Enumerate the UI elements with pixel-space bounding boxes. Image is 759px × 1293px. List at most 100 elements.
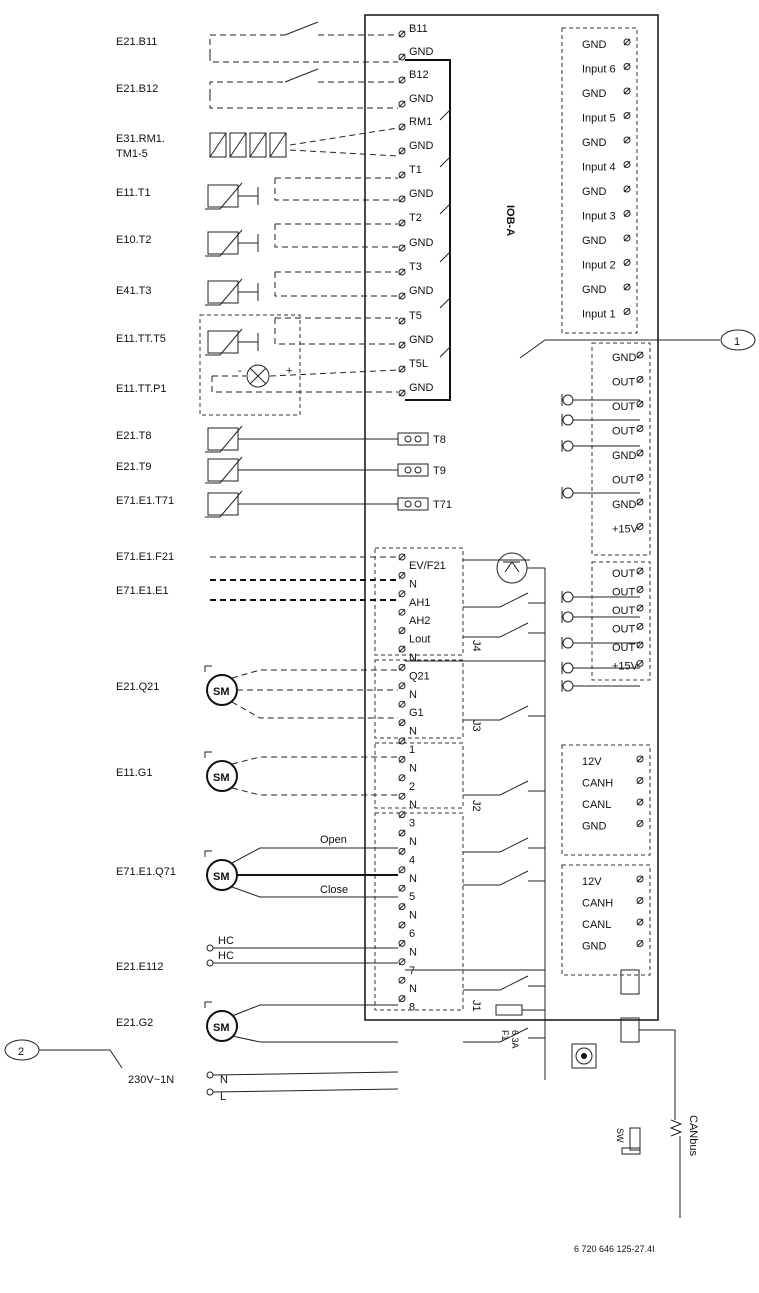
- fuse-name: F1: [500, 1030, 510, 1041]
- block-terminal-label: OUT: [612, 605, 636, 617]
- screw-terminal-icon: [623, 259, 631, 266]
- led-icon: [562, 591, 574, 603]
- terminal-label: 5: [409, 891, 415, 903]
- block-terminal-label: Input 6: [582, 64, 616, 76]
- motor-label: SM: [213, 772, 230, 784]
- terminal-label: T3: [409, 261, 422, 273]
- led-icon: [562, 414, 574, 426]
- block-terminal-label: OUT: [612, 426, 636, 438]
- terminal-label: GND: [409, 334, 434, 346]
- screw-terminal-icon: [398, 292, 406, 300]
- screw-terminal-icon: [636, 498, 644, 506]
- left-label: E71.E1.T71: [116, 495, 174, 507]
- screw-terminal-icon: [398, 995, 406, 1003]
- screw-terminal-icon: [636, 523, 644, 530]
- lamp-minus: -: [238, 365, 242, 377]
- terminal-label: 2: [409, 781, 415, 793]
- terminal-label: EV/F21: [409, 560, 446, 572]
- left-label: E71.E1.F21: [116, 551, 174, 563]
- motor-icon: [206, 1010, 238, 1042]
- board-outline: [364, 14, 659, 1021]
- motor-label: SM: [213, 871, 230, 883]
- block-terminal-label: GND: [612, 352, 637, 364]
- ntc-sensor-icon: [207, 184, 239, 208]
- board-label: IOB-A: [504, 205, 516, 236]
- left-label: E21.T9: [116, 461, 151, 473]
- screw-terminal-icon: [398, 958, 406, 966]
- screw-terminal-icon: [398, 100, 406, 108]
- screw-terminal-icon: [398, 976, 406, 984]
- terminal-label: 8: [409, 1002, 415, 1014]
- led-icon: [562, 394, 574, 406]
- lamp-plus: +: [286, 365, 292, 377]
- block-terminal-label: 12V: [582, 876, 602, 888]
- screw-terminal-icon: [636, 918, 644, 926]
- screw-terminal-icon: [398, 147, 406, 155]
- terminal-label: N: [409, 689, 417, 701]
- terminal-label: N: [409, 946, 417, 958]
- screw-terminal-icon: [636, 351, 644, 359]
- block-terminal-label: +15V: [612, 661, 639, 673]
- left-label: 230V~1N: [128, 1074, 174, 1086]
- screw-terminal-icon: [398, 811, 406, 819]
- terminal-label: N: [409, 983, 417, 995]
- terminal-label: N: [409, 762, 417, 774]
- block-terminal-label: OUT: [612, 377, 636, 389]
- led-icon: [562, 662, 574, 674]
- can-block-2: [561, 864, 651, 976]
- terminal-label: GND: [409, 382, 434, 394]
- block-terminal-label: Input 4: [582, 162, 616, 174]
- screw-terminal-icon: [398, 389, 406, 397]
- plug-terminal-label: T8: [433, 434, 446, 446]
- block-terminal-label: CANL: [582, 799, 611, 811]
- screw-terminal-icon: [398, 921, 406, 929]
- left-label: E21.B12: [116, 83, 158, 95]
- hc-wires: HC HC: [206, 935, 398, 967]
- connector-label: J3: [470, 720, 482, 732]
- mains-n: N: [220, 1074, 228, 1086]
- screw-terminal-icon: [636, 400, 644, 408]
- terminal-label: N: [409, 799, 417, 811]
- top-terminal-strip: B11GNDB12GNDRM1GNDT1GNDT2GNDT3GNDT5GNDT5…: [274, 23, 451, 401]
- switch-b11-symbol: [209, 21, 398, 63]
- motor-label: SM: [213, 686, 230, 698]
- screw-terminal-icon: [398, 774, 406, 782]
- can-block-1: [561, 744, 651, 856]
- screw-terminal-icon: [398, 939, 406, 947]
- screw-terminal-icon: [398, 53, 406, 61]
- block-terminal-label: OUT: [612, 568, 636, 580]
- fuse-f1: F1 6.3A: [495, 1004, 523, 1049]
- left-label: E11.TT.P1: [116, 383, 167, 395]
- terminal-label: N: [409, 836, 417, 848]
- optocoupler-symbol: [463, 552, 545, 584]
- address-dial-icon: [571, 1043, 597, 1069]
- screw-terminal-icon: [398, 719, 406, 727]
- screw-terminal-icon: [398, 341, 406, 349]
- left-label: E41.T3: [116, 285, 151, 297]
- terminal-label: 3: [409, 818, 415, 830]
- screw-terminal-icon: [623, 87, 631, 95]
- terminal-label: 6: [409, 928, 415, 940]
- left-label: E11.G1: [116, 767, 153, 779]
- terminal-label: 1: [409, 744, 415, 756]
- screw-terminal-icon: [623, 234, 631, 242]
- connector-j3-box: [374, 659, 464, 739]
- ntc-sensors: [205, 182, 398, 518]
- block-terminal-label: GND: [612, 450, 637, 462]
- led-icon: [562, 440, 574, 452]
- block-terminal-label: OUT: [612, 642, 636, 654]
- block-terminal-label: GND: [582, 284, 607, 296]
- can-sockets: [620, 969, 683, 1150]
- terminal-label: GND: [409, 237, 434, 249]
- room-module-symbol: [209, 127, 399, 158]
- terminal-label: T2: [409, 212, 422, 224]
- block-terminal-label: OUT: [612, 624, 636, 636]
- screw-terminal-icon: [636, 660, 644, 667]
- left-label: E21.B11: [116, 36, 157, 48]
- led-icon: [562, 637, 574, 649]
- screw-terminal-icon: [636, 755, 644, 763]
- block-terminal-label: +15V: [612, 524, 639, 536]
- switch-sw: SW: [615, 1127, 641, 1155]
